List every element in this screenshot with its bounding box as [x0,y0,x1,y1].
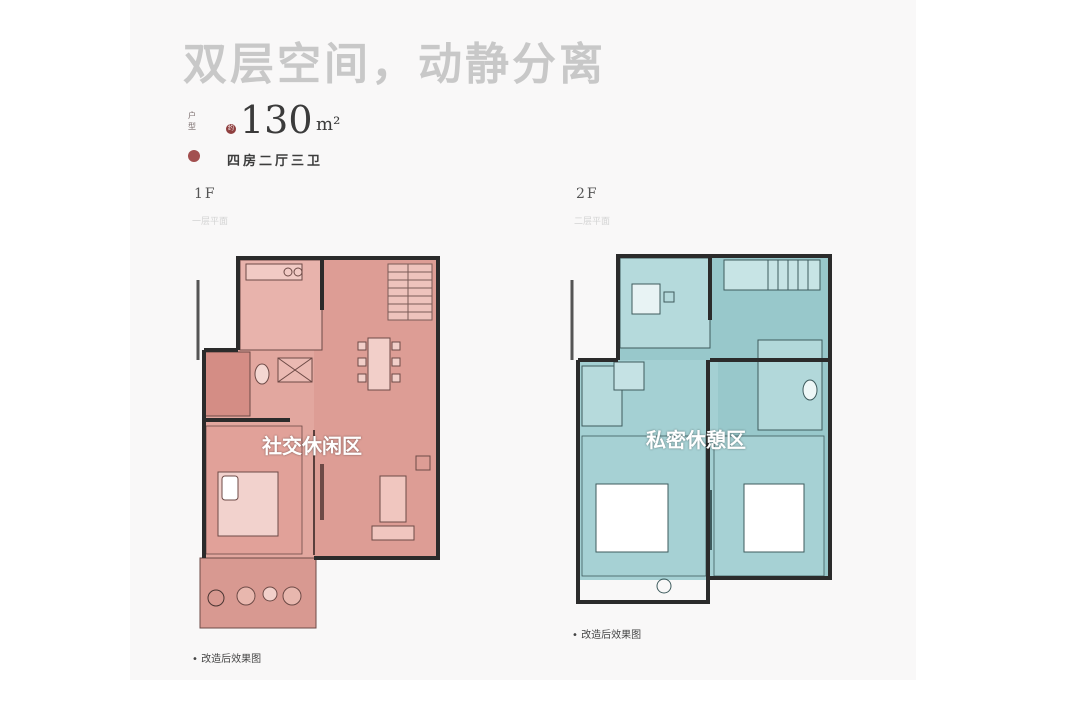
bed-icon-left [595,483,669,553]
toilet-icon [254,363,270,385]
floor1-walls [202,256,440,560]
stove-icon [283,267,293,277]
floor2-subtitle: 二层平面 [574,217,611,227]
area-unit: m² [316,114,341,135]
unit-type-label: 户型 [188,111,196,131]
desk-icon [631,283,661,315]
chair-icon [236,586,256,606]
page-title: 双层空间，动静分离 [183,39,606,90]
rooms-bullet-icon [188,150,200,162]
floor2-note: • 改造后效果图 [572,630,642,641]
bed-icon-right [743,483,805,553]
toilet-icon-2f [802,379,818,401]
floor2-label: 2F [576,186,599,202]
floor2-zone-label: 私密休憩区 [646,428,746,452]
floor1-plan [196,256,440,629]
area-value: 130 [240,98,313,142]
floor1-note: • 改造后效果图 [192,654,262,665]
area-prefix-badge: 约 [226,124,236,134]
dining-table [357,337,401,391]
staircase-2f [723,259,821,291]
staircase [387,263,433,321]
tv-cabinet [320,464,324,520]
floor1-label: 1F [194,186,217,202]
floor2-walls [576,254,832,604]
room-configuration: 四房二厅三卫 [227,154,324,169]
plant-icon [207,589,225,607]
sofa [371,475,415,541]
floor1-zone-label: 社交休闲区 [262,434,362,458]
plant-icon-2f [656,578,672,594]
bathroom [203,351,251,417]
floor1-subtitle: 一层平面 [192,217,229,227]
floor2-plan [570,254,832,604]
